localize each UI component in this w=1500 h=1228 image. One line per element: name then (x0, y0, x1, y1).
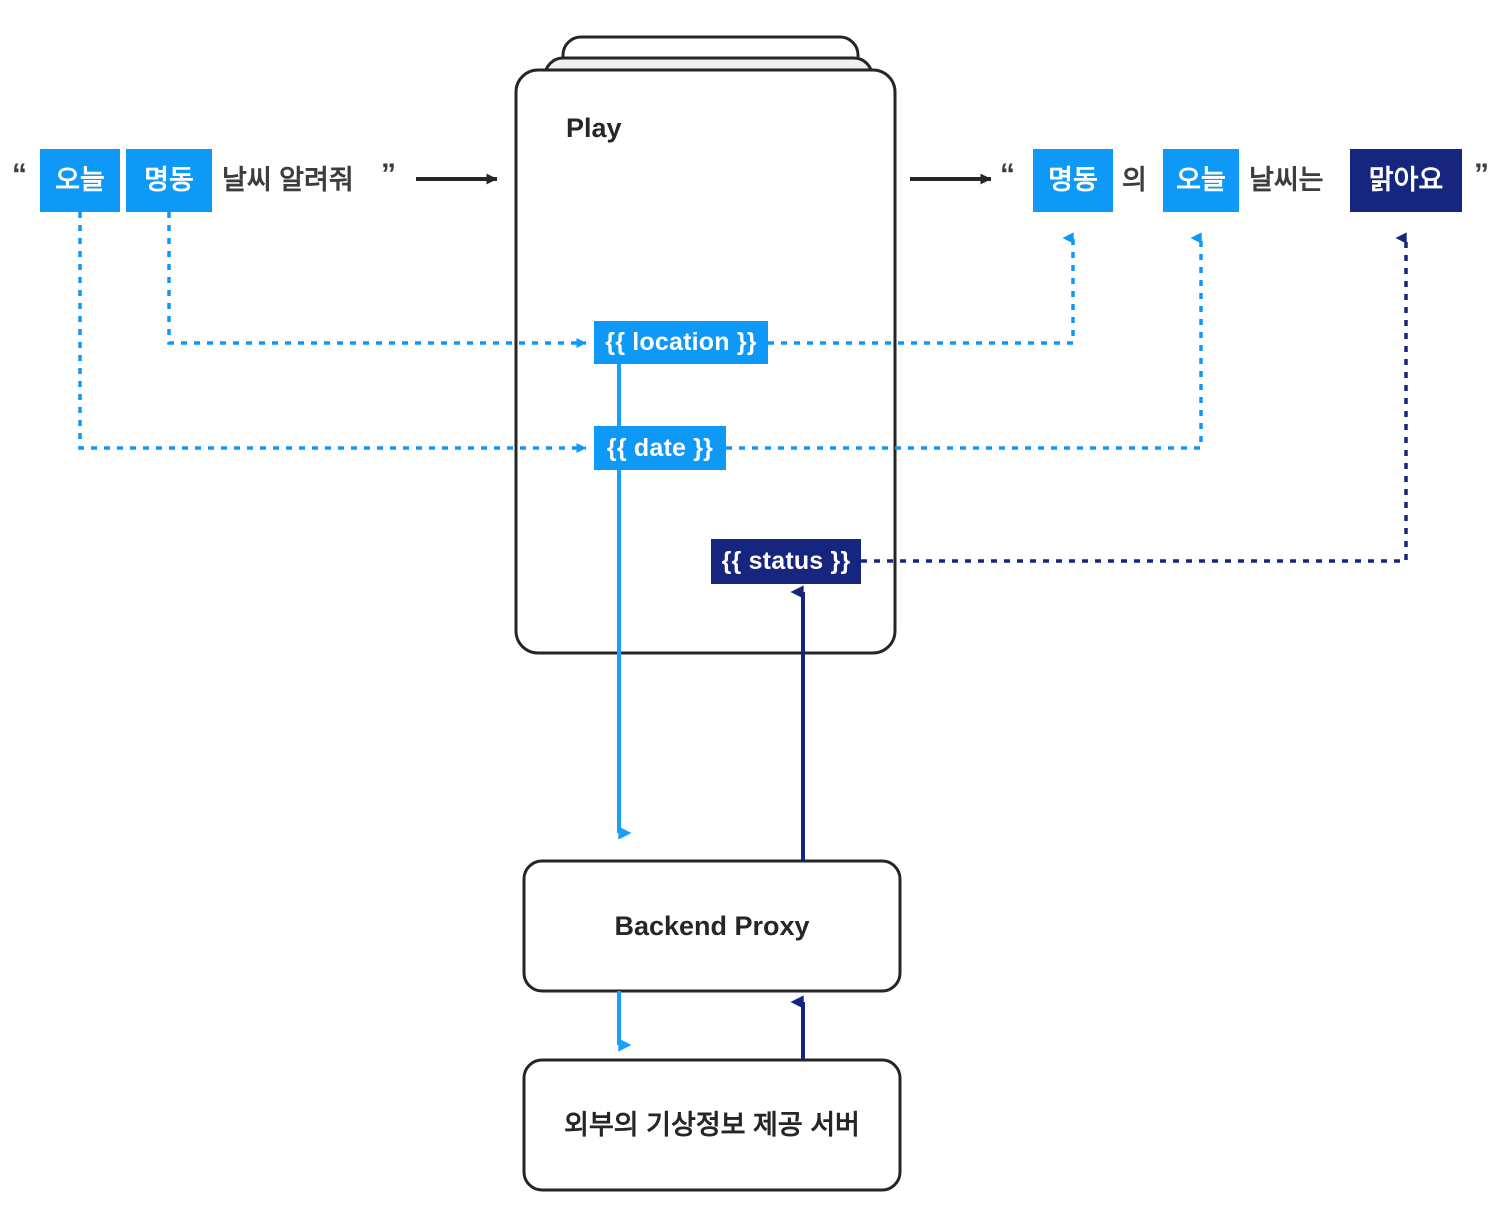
input-token-location: 명동 (126, 149, 212, 212)
input-close-quote: ” (381, 158, 396, 191)
variable-status: {{ status }} (711, 539, 861, 584)
connector-date-output (726, 232, 1203, 450)
connector-input-date (78, 212, 587, 453)
output-token-status: 맑아요 (1350, 149, 1462, 212)
input-open-quote: “ (12, 158, 27, 191)
backend-proxy-box (522, 859, 902, 993)
output-token-date: 오늘 (1163, 149, 1239, 212)
input-token-date: 오늘 (40, 149, 120, 212)
output-close-quote: ” (1474, 158, 1489, 191)
output-token-location: 명동 (1033, 149, 1113, 212)
output-open-quote: “ (1000, 158, 1015, 191)
weather-server-box (522, 1058, 902, 1192)
backend-proxy-label: Backend Proxy (614, 910, 810, 941)
connector-status-output (861, 232, 1408, 563)
input-text-rest: 날씨 알려줘 (222, 165, 354, 195)
output-text-josa: 의 (1122, 165, 1147, 195)
connector-location-output (768, 232, 1075, 345)
variable-location: {{ location }} (594, 321, 768, 364)
weather-server-label: 외부의 기상정보 제공 서버 (564, 1109, 860, 1140)
variable-date: {{ date }} (594, 426, 726, 470)
play-card-title: Play (566, 113, 622, 143)
connector-input-location (167, 212, 587, 348)
output-text-weather: 날씨는 (1249, 165, 1324, 195)
